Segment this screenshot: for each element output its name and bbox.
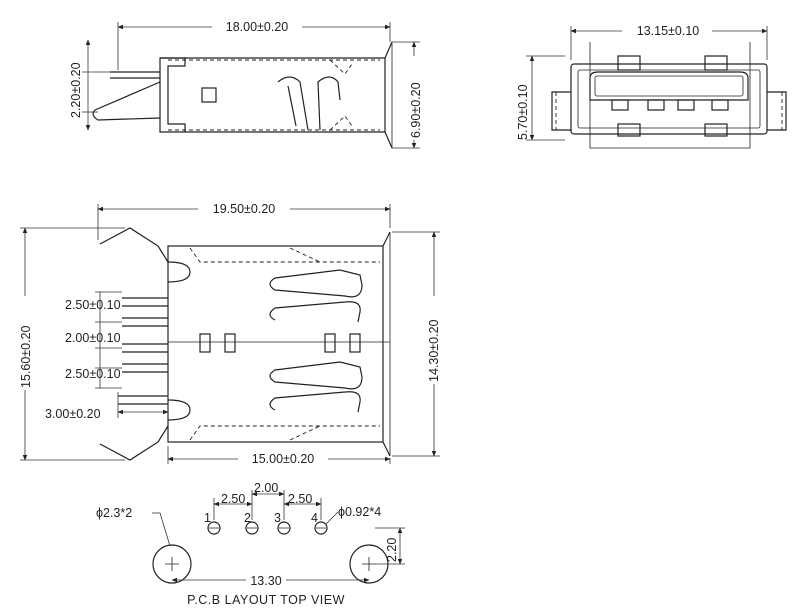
pcb-span-dim: 13.30 <box>250 574 281 588</box>
pcb-pitch-left: 2.50 <box>221 492 245 506</box>
pcb-pin-number-4: 4 <box>311 511 318 525</box>
pcb-pin-hole-callout: ϕ0.92*4 <box>338 505 381 519</box>
top-tail-dim: 3.00±0.20 <box>45 407 101 421</box>
top-view: 19.50±0.20 15.60±0.20 14.30±0.20 15.00±0… <box>16 200 442 467</box>
pcb-pin-hole-2 <box>245 521 259 535</box>
top-overall-width-dim: 15.60±0.20 <box>19 325 33 388</box>
front-height-dim: 5.70±0.10 <box>516 84 530 140</box>
pcb-pitch-mid: 2.00 <box>254 481 278 495</box>
pcb-mount-hole-left <box>152 544 192 584</box>
pcb-offset-dim: 2.20 <box>385 538 399 562</box>
pcb-layout: 1 2 3 4 2.50 2.00 2.50 ϕ2.3*2 ϕ0.92*4 2.… <box>96 481 405 607</box>
top-body-width-dim: 14.30±0.20 <box>427 319 441 382</box>
pcb-pin-hole-4 <box>314 521 328 535</box>
pcb-layout-title: P.C.B LAYOUT TOP VIEW <box>187 593 345 607</box>
pcb-pin-number-1: 1 <box>204 511 211 525</box>
front-view: 13.15±0.10 5.70±0.10 <box>516 22 787 149</box>
pcb-pin-hole-1 <box>207 521 221 535</box>
pcb-mount-hole-callout: ϕ2.3*2 <box>96 506 132 520</box>
pcb-pin-number-3: 3 <box>274 511 281 525</box>
pcb-pitch-right: 2.50 <box>288 492 312 506</box>
front-width-dim: 13.15±0.10 <box>637 24 700 38</box>
top-pitch-3-dim: 2.50±0.10 <box>65 367 121 381</box>
top-overall-length-dim: 19.50±0.20 <box>213 202 276 216</box>
pcb-pin-hole-3 <box>277 521 291 535</box>
side-pin-offset-dim: 2.20±0.20 <box>69 62 83 118</box>
side-height-dim: 6.90±0.20 <box>409 82 423 138</box>
side-length-dim: 18.00±0.20 <box>226 20 289 34</box>
pcb-pin-number-2: 2 <box>244 511 251 525</box>
top-pitch-2-dim: 2.00±0.10 <box>65 331 121 345</box>
top-body-length-dim: 15.00±0.20 <box>252 452 315 466</box>
top-pitch-1-dim: 2.50±0.10 <box>65 298 121 312</box>
side-view: 18.00±0.20 2.20±0.20 6.90±0.20 <box>69 18 423 149</box>
